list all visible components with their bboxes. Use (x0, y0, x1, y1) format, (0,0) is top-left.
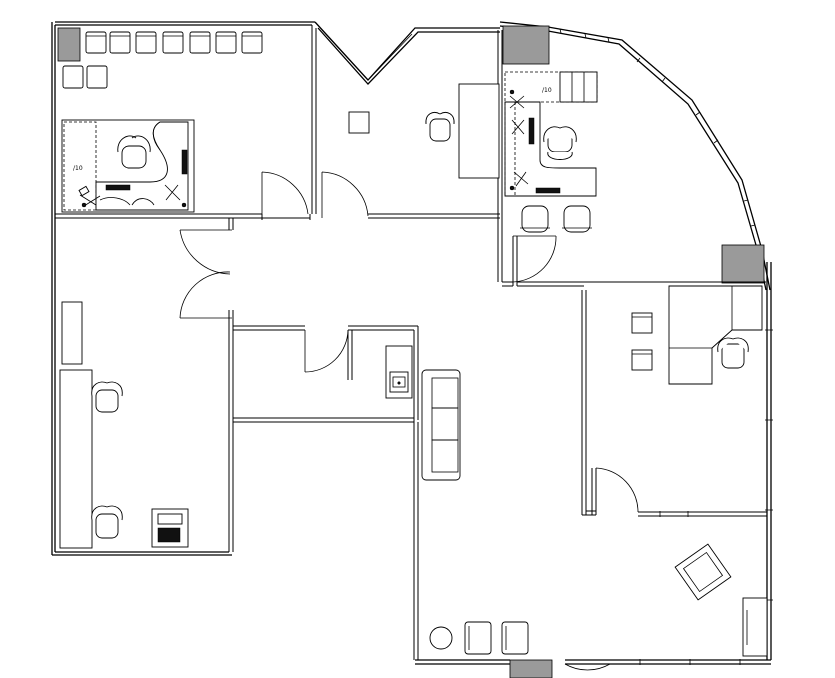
column (57, 27, 81, 62)
doors (179, 171, 639, 671)
office-chair (117, 135, 151, 169)
chair (631, 312, 653, 334)
l-desk (504, 101, 597, 197)
plant (509, 95, 529, 187)
desk-note: /10 (73, 165, 83, 172)
kitchenette (385, 345, 413, 399)
chair (348, 111, 370, 134)
chair (563, 205, 591, 233)
chair (62, 65, 84, 89)
l-desk (668, 285, 763, 385)
door-leaf (321, 171, 369, 218)
armchair (674, 543, 732, 601)
counter (59, 369, 93, 549)
office-chair (91, 381, 123, 413)
plant (164, 184, 181, 201)
keyboard (528, 117, 535, 145)
top-right-office: /10 (504, 71, 598, 233)
keyboard (105, 184, 131, 191)
chair-row (85, 31, 263, 54)
office-chair (91, 505, 123, 539)
door-leaf (261, 171, 309, 218)
meeting-room (631, 285, 763, 385)
exterior-walls (51, 21, 773, 665)
chair (631, 349, 653, 371)
desk (458, 83, 500, 179)
sofa (421, 369, 461, 481)
middle-office (348, 83, 500, 179)
desk-note: /10 (542, 87, 552, 94)
printer (151, 508, 189, 548)
chair (501, 621, 529, 655)
keyboard (181, 149, 188, 175)
chair (521, 205, 549, 233)
structural-columns (57, 25, 765, 678)
plant (79, 194, 155, 207)
office-chair (717, 337, 749, 369)
keyboard (535, 187, 561, 194)
column (502, 25, 550, 65)
interior-walls (55, 25, 767, 660)
office-chair (543, 126, 577, 160)
column (509, 659, 553, 678)
lounge (429, 543, 768, 657)
office-chair (425, 112, 455, 142)
chair (86, 65, 108, 89)
column (721, 244, 765, 284)
round-table (429, 626, 453, 650)
top-left-office: /10 (61, 31, 263, 213)
side-table (61, 301, 83, 365)
left-room (59, 301, 189, 549)
chair (464, 621, 492, 655)
